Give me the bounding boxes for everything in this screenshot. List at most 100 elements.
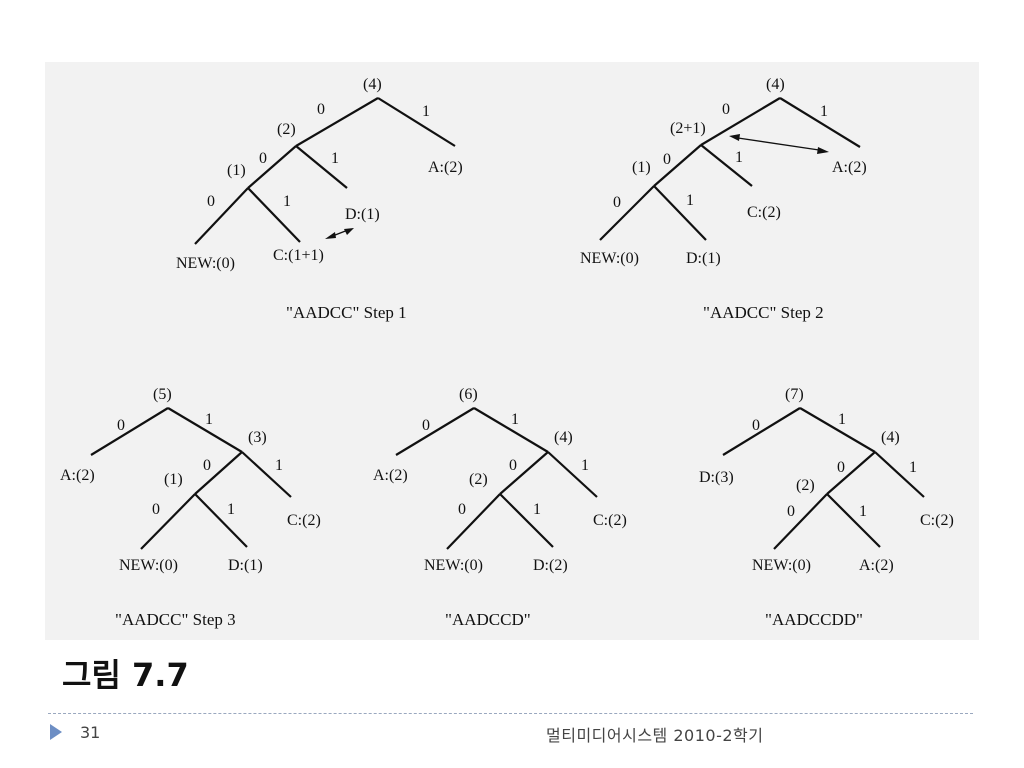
edge [547,451,598,498]
edge-label: 1 [331,150,339,167]
leaf-label: A:(2) [859,557,894,574]
edge-label: 1 [820,103,828,120]
edge [700,144,753,187]
edge-label: 0 [752,417,760,434]
edge [295,145,348,189]
node-weight: (3) [248,429,267,446]
edge [194,493,248,548]
edge-label: 0 [787,503,795,520]
edge [653,185,707,241]
leaf-label: NEW:(0) [424,557,483,574]
edge-label: 0 [259,150,267,167]
swap-arrow [737,137,820,151]
leaf-label: D:(1) [345,206,380,223]
node-weight: (1) [227,162,246,179]
leaf-label: C:(2) [287,512,321,529]
node-weight: (2) [796,477,815,494]
arrowhead [729,134,740,141]
edge [499,451,549,495]
node-root: (7) [785,386,804,403]
node-weight: (2+1) [670,120,706,137]
edge [473,407,549,453]
arrowhead [817,147,829,154]
edge-label: 1 [686,192,694,209]
node-weight: (1) [164,471,183,488]
edge [90,407,169,456]
edge [167,407,243,453]
tree-figure-panel: (4) (2) (1) 0 1 0 1 0 1 NEW:(0) C:(1+1) … [45,62,979,640]
edge-label: 0 [663,151,671,168]
leaf-label: C:(2) [747,204,781,221]
diagram-caption: "AADCCD" [445,610,531,629]
edge [446,493,501,550]
edge [826,451,876,495]
leaf-label: A:(2) [428,159,463,176]
edge-label: 1 [838,411,846,428]
edge [700,97,781,146]
edge-label: 1 [859,503,867,520]
leaf-label: A:(2) [60,467,95,484]
diagram-caption: "AADCC" Step 2 [703,303,824,322]
edge [241,451,292,498]
edge-label: 0 [422,417,430,434]
leaf-label: C:(1+1) [273,247,324,264]
edge-label: 0 [722,101,730,118]
edge-label: 0 [458,501,466,518]
edge-label: 0 [203,457,211,474]
tree-step5: (7) (4) (2) 0 1 0 1 0 1 D:(3) NEW:(0) A:… [699,386,954,629]
footer-course-label: 멀티미디어시스템 2010-2학기 [546,726,764,745]
edge [194,451,243,495]
node-weight: (4) [554,429,573,446]
figure-title: 그림 7.7 [62,656,189,694]
edge [377,97,456,147]
huffman-trees-diagram: (4) (2) (1) 0 1 0 1 0 1 NEW:(0) C:(1+1) … [60,76,954,629]
edge [779,97,861,148]
edge [874,451,925,498]
diagram-caption: "AADCCDD" [765,610,863,629]
edge-label: 1 [283,193,291,210]
edge-label: 0 [207,193,215,210]
edge-label: 0 [837,459,845,476]
leaf-label: NEW:(0) [119,557,178,574]
leaf-label: NEW:(0) [580,250,639,267]
footer-divider [48,713,973,714]
edge-label: 0 [317,101,325,118]
edge-label: 1 [909,459,917,476]
leaf-label: D:(2) [533,557,568,574]
tree-step2: (4) (2+1) (1) 0 1 0 1 0 1 NEW:(0) D:(1) … [580,76,867,322]
edge-label: 0 [613,194,621,211]
edge-label: 1 [533,501,541,518]
node-weight: (1) [632,159,651,176]
edge [140,493,196,550]
leaf-label: A:(2) [832,159,867,176]
leaf-label: D:(3) [699,469,734,486]
edge [247,145,297,189]
edge-label: 1 [422,103,430,120]
leaf-label: C:(2) [920,512,954,529]
triangle-bullet-icon [50,724,62,740]
page-number: 31 [80,723,101,742]
arrowhead [344,228,354,235]
edge [194,187,249,245]
node-root: (5) [153,386,172,403]
edge [826,493,881,548]
edge [722,407,801,456]
diagram-caption: "AADCC" Step 1 [286,303,407,322]
edge [295,97,379,147]
edge-label: 0 [117,417,125,434]
edge-label: 1 [735,149,743,166]
leaf-label: NEW:(0) [752,557,811,574]
edge [599,185,655,241]
node-weight: (2) [469,471,488,488]
diagram-caption: "AADCC" Step 3 [115,610,236,629]
edge [799,407,876,453]
edge-label: 1 [205,411,213,428]
leaf-label: NEW:(0) [176,255,235,272]
leaf-label: D:(1) [228,557,263,574]
edge [247,187,301,243]
edge [653,144,702,187]
edge-label: 1 [275,457,283,474]
node-weight: (4) [881,429,900,446]
edge-label: 1 [511,411,519,428]
edge-label: 0 [509,457,517,474]
